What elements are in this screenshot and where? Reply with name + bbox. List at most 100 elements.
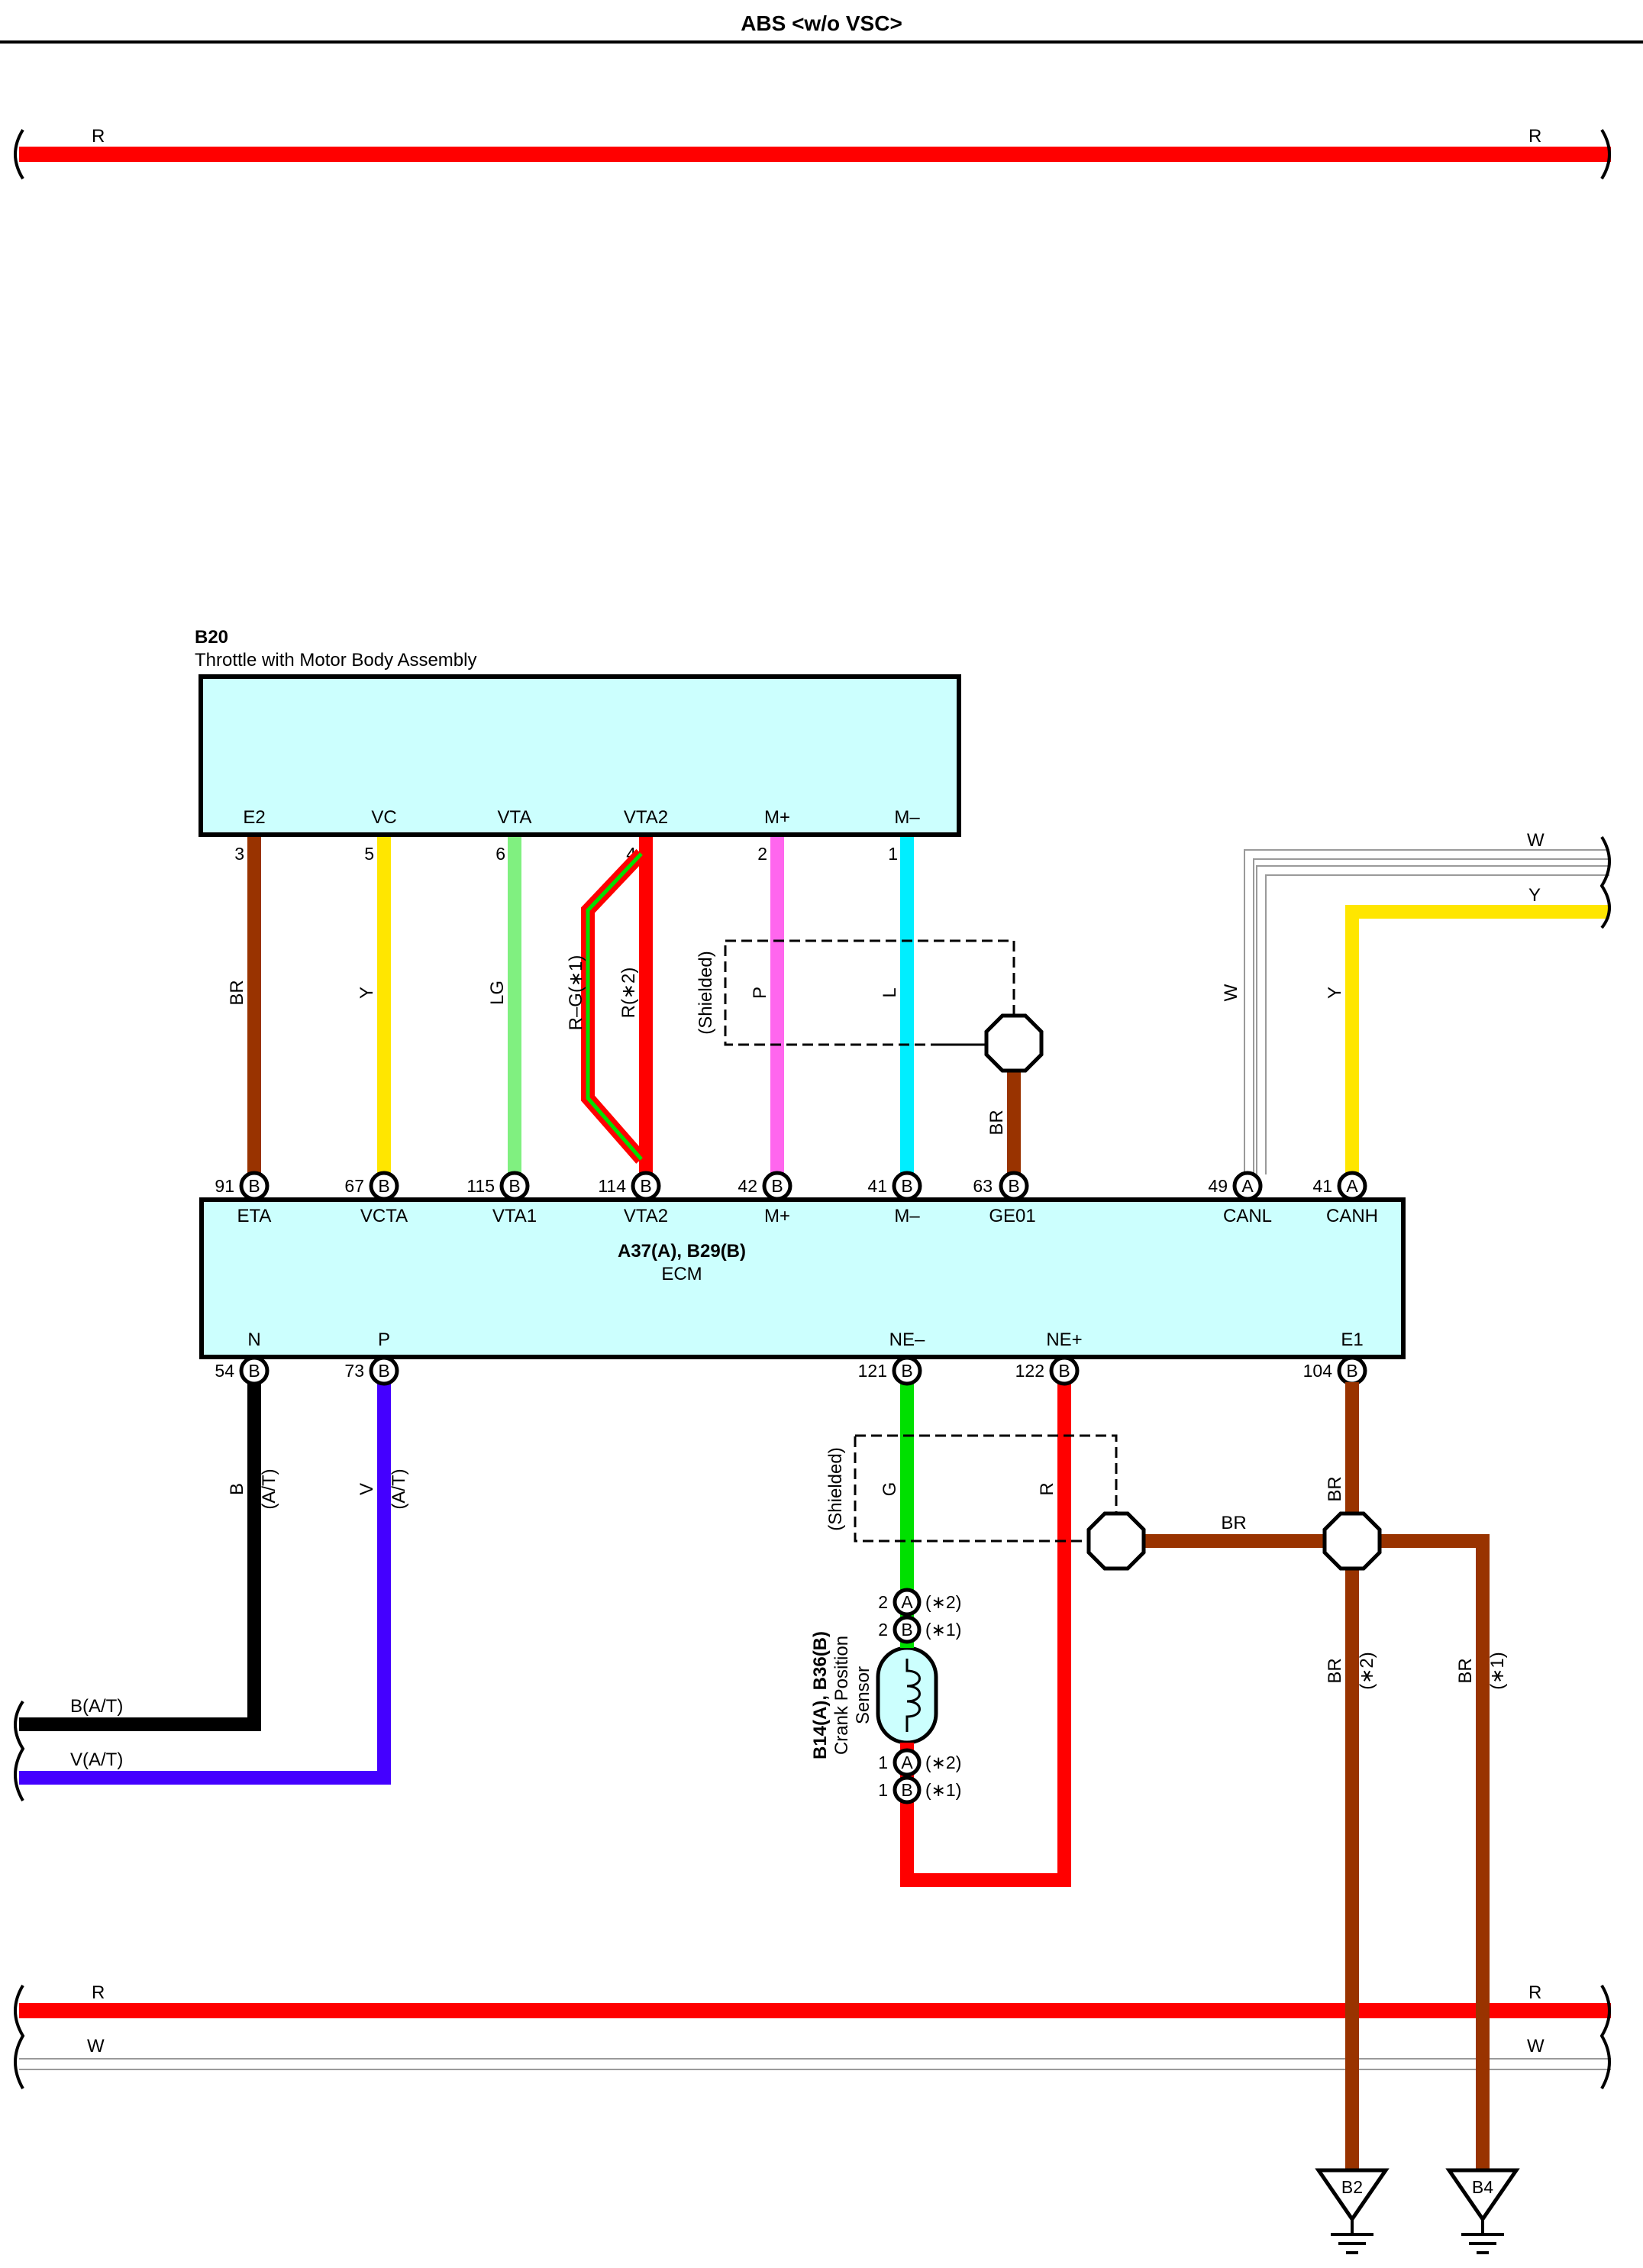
- svg-text:A: A: [901, 1753, 913, 1772]
- crank-pin-num-1b: 1: [878, 1780, 888, 1800]
- wire-label-r-neplus: R: [1037, 1482, 1057, 1495]
- crank-pin-2a: A: [893, 1588, 922, 1617]
- ecm-pin-n: B: [239, 1355, 270, 1386]
- ecm-pin-num-122: 122: [1015, 1361, 1044, 1381]
- wire-label-g-neminus: G: [880, 1482, 900, 1497]
- top-bus-right-break: [1600, 128, 1611, 180]
- wire-label-br-ge01: BR: [986, 1110, 1007, 1135]
- wire-label-br-e2: BR: [227, 980, 247, 1005]
- ecm-pin-num-91: 91: [215, 1176, 234, 1196]
- ecm-pin-num-41a: 41: [1312, 1176, 1332, 1196]
- wire-canh: [1345, 905, 1609, 1174]
- svg-text:B: B: [1008, 1176, 1019, 1196]
- can-right-w-label: W: [1527, 830, 1545, 851]
- ecm-pin-vta1: B: [499, 1171, 530, 1201]
- svg-text:B: B: [901, 1620, 912, 1640]
- wire-e1-to-b4: [1352, 1534, 1490, 2169]
- ecm-pin-vta2: B: [631, 1171, 661, 1201]
- lower-left-b-label: B(A/T): [70, 1696, 123, 1717]
- can-right-y-label: Y: [1528, 885, 1541, 906]
- ground-splice: [1322, 1511, 1382, 1571]
- ecm-component-box: [199, 1197, 1406, 1359]
- crank-shield-splice: [1086, 1511, 1146, 1571]
- ecm-pin-num-114: 114: [598, 1176, 626, 1196]
- ecm-pin-p: B: [369, 1355, 399, 1386]
- wire-label-rg-vta2: R–G(∗1): [566, 955, 586, 1031]
- svg-text:B: B: [378, 1361, 389, 1381]
- ecm-term-neminus: NE–: [889, 1329, 925, 1350]
- ecm-code: A37(A), B29(B): [618, 1241, 746, 1262]
- ecm-term-ge01: GE01: [989, 1206, 1035, 1226]
- wire-label-p: P: [750, 987, 770, 999]
- svg-text:B: B: [508, 1176, 520, 1196]
- crank-pin-note-1b: (∗1): [925, 1780, 961, 1800]
- ecm-term-vta2: VTA2: [624, 1206, 668, 1226]
- bottom-bus-r-right-label: R: [1528, 1982, 1541, 2003]
- crank-shielded-label: (Shielded): [825, 1447, 846, 1530]
- b20-pin-5: 5: [364, 844, 374, 864]
- wire-note-p-at: (A/T): [389, 1468, 409, 1509]
- ecm-pin-ge01: B: [999, 1171, 1029, 1201]
- wire-label-br-b4: BR: [1455, 1658, 1476, 1683]
- wire-label-v-p: V: [357, 1483, 377, 1495]
- crank-shield-box: [854, 1434, 1118, 1543]
- ecm-pin-neplus: B: [1049, 1355, 1080, 1386]
- svg-text:A: A: [1241, 1176, 1254, 1196]
- wire-neplus-r: [900, 1382, 1071, 1887]
- b20-pin-1: 1: [888, 844, 898, 864]
- wire-label-y-canh: Y: [1325, 987, 1345, 999]
- crank-pin-note-2a: (∗2): [925, 1592, 961, 1612]
- crank-pin-1a: A: [893, 1748, 922, 1777]
- crank-name-line1: Crank Position: [831, 1636, 852, 1755]
- svg-text:B: B: [248, 1361, 260, 1381]
- ecm-name: ECM: [661, 1264, 702, 1284]
- svg-text:B: B: [1346, 1361, 1357, 1381]
- ecm-pin-num-42: 42: [738, 1176, 757, 1196]
- b20-term-vc: VC: [371, 807, 396, 828]
- b20-term-e2: E2: [243, 807, 265, 828]
- ecm-term-p: P: [378, 1329, 390, 1350]
- motor-shielded-label: (Shielded): [696, 951, 716, 1034]
- ecm-term-neplus: NE+: [1046, 1329, 1082, 1350]
- wire-note-b4: (∗1): [1487, 1652, 1508, 1689]
- lower-left-v-label: V(A/T): [70, 1749, 123, 1770]
- crank-pin-note-2b: (∗1): [925, 1620, 961, 1640]
- b20-pin-3: 3: [234, 844, 244, 864]
- wire-label-lg-vta: LG: [487, 981, 508, 1005]
- top-bus-right-label: R: [1528, 126, 1541, 147]
- ecm-pin-num-41b: 41: [867, 1176, 887, 1196]
- crank-pin-num-2a: 2: [878, 1592, 888, 1612]
- crank-pin-note-1a: (∗2): [925, 1753, 961, 1772]
- page-title: ABS <w/o VSC>: [741, 11, 902, 35]
- ecm-pin-num-115: 115: [466, 1176, 495, 1196]
- wire-canl-branch-inner: [1257, 867, 1609, 1174]
- crank-sensor-coil-icon: [905, 1659, 921, 1732]
- ecm-term-canh: CANH: [1326, 1206, 1378, 1226]
- wire-vta2-rg-stripe: [586, 852, 643, 1161]
- bottom-bus-left-break: [14, 1984, 25, 2089]
- bottom-bus-r-left-label: R: [92, 1982, 105, 2003]
- top-bus-left-break: [14, 128, 24, 180]
- svg-text:A: A: [901, 1592, 913, 1612]
- b20-pin-2: 2: [757, 844, 767, 864]
- wire-label-y-vc: Y: [357, 987, 377, 999]
- ecm-term-mminus: M–: [894, 1206, 920, 1226]
- b20-term-mplus: M+: [764, 807, 790, 828]
- ecm-term-vcta: VCTA: [360, 1206, 408, 1226]
- ecm-term-n: N: [247, 1329, 260, 1350]
- lower-left-break: [14, 1700, 25, 1802]
- wire-label-br-b2: BR: [1325, 1658, 1345, 1683]
- ecm-pin-canh: A: [1337, 1171, 1367, 1201]
- can-right-break: [1599, 835, 1611, 929]
- wire-n-b: [19, 1382, 261, 1731]
- svg-text:B: B: [378, 1176, 389, 1196]
- bottom-bus-right-break: [1599, 1984, 1611, 2089]
- crank-pin-num-2b: 2: [878, 1620, 888, 1640]
- wire-label-l: L: [880, 987, 900, 997]
- motor-shield-box: [724, 939, 1015, 1046]
- wire-note-b2: (∗2): [1357, 1652, 1377, 1689]
- svg-text:B: B: [771, 1176, 783, 1196]
- crank-code: B14(A), B36(B): [810, 1631, 831, 1759]
- svg-text:B: B: [901, 1780, 912, 1800]
